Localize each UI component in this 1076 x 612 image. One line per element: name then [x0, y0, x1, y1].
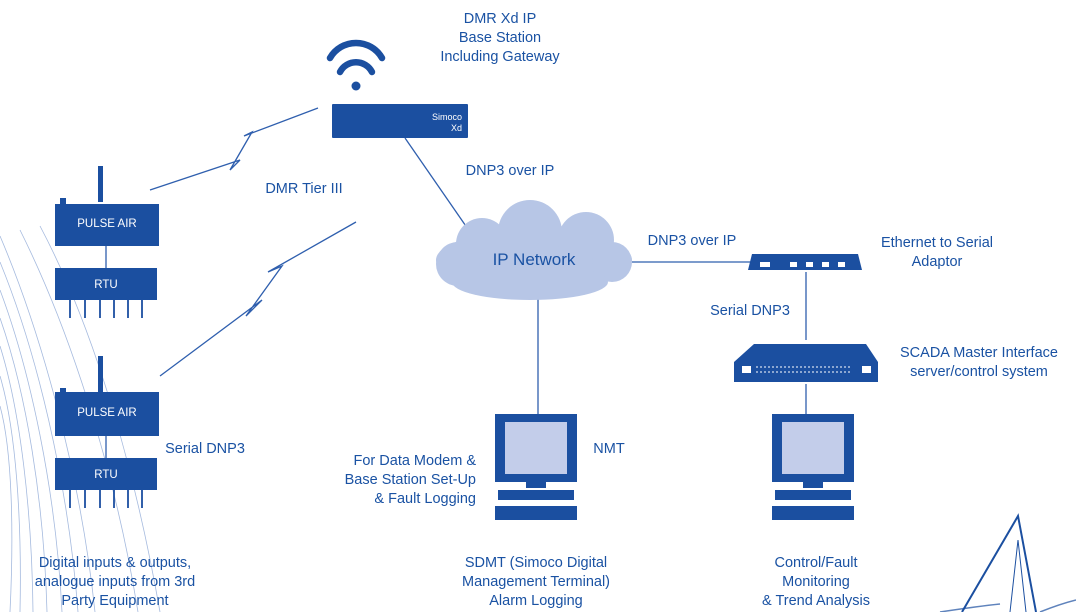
base-station-brand: Simoco Xd [431, 112, 462, 133]
rtu-1 [55, 268, 157, 300]
antenna [98, 356, 103, 392]
antenna [98, 166, 103, 202]
control-computer [772, 414, 854, 520]
scada-server [734, 344, 878, 382]
control-caption: Control/Fault Monitoring & Trend Analysi… [762, 555, 870, 609]
field-unit-1 [55, 166, 159, 318]
pulse-air-modem-2 [55, 392, 159, 436]
screen [782, 422, 844, 474]
nmt-caption: SDMT (Simoco Digital Management Terminal… [461, 555, 611, 609]
link-label-serial-dnp3-left: Serial DNP3 [165, 441, 245, 457]
decorative-spike [939, 513, 1076, 612]
link-label-dnp3-ip: DNP3 over IP [465, 163, 555, 179]
base-station-title: DMR Xd IP Base Station Including Gateway [440, 11, 560, 65]
radio-link-1 [149, 107, 319, 191]
ip-network-cloud [436, 200, 632, 300]
pulse-air-label-2: PULSE AIR [77, 407, 137, 419]
connection-lines [105, 107, 807, 458]
ethernet-serial-adapter [748, 254, 862, 270]
ip-network-label: IP Network [492, 250, 576, 269]
pulse-air-label-1: PULSE AIR [77, 218, 137, 230]
rtu-label-2: RTU [94, 469, 118, 481]
pulse-air-modem-1 [55, 204, 159, 246]
screen [505, 422, 567, 474]
wifi-icon [326, 39, 386, 91]
field-caption: Digital inputs & outputs, analogue input… [34, 555, 196, 609]
link-label-dnp3-ip-2: DNP3 over IP [647, 233, 737, 249]
rtu-label-1: RTU [94, 279, 118, 291]
adapter-label: Ethernet to Serial Adaptor [880, 235, 994, 270]
radio-link-2 [159, 221, 357, 377]
link-basestation-ip [404, 137, 471, 233]
base-station-unit [332, 104, 468, 138]
link-label-serial-dnp3-right: Serial DNP3 [710, 303, 790, 319]
rtu-2 [55, 458, 157, 490]
field-unit-2 [55, 356, 159, 508]
nmt-note: For Data Modem & Base Station Set-Up & F… [344, 453, 476, 507]
link-label-dmr-tier: DMR Tier III [265, 181, 343, 197]
nmt-computer [495, 414, 577, 520]
nmt-label: NMT [593, 441, 625, 457]
scada-label: SCADA Master Interface server/control sy… [900, 345, 1058, 380]
